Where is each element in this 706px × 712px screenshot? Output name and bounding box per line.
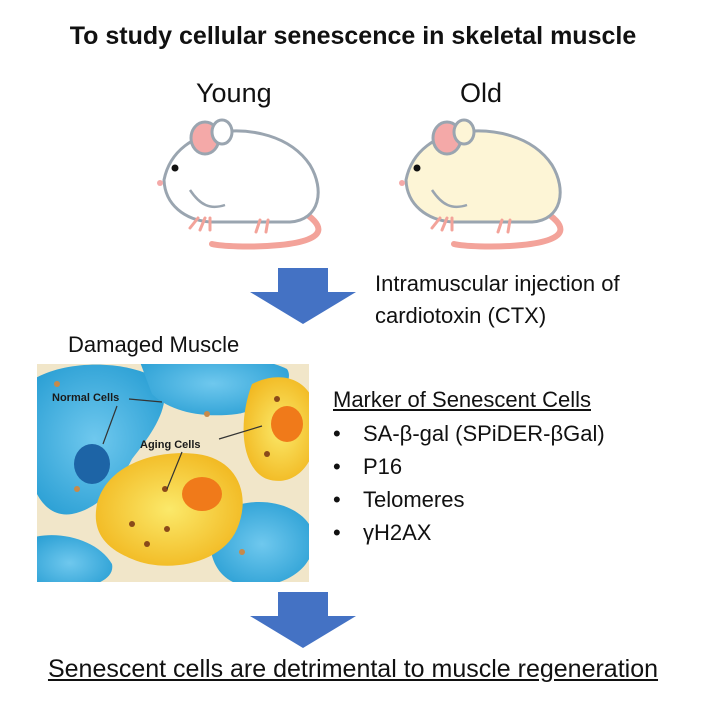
young-label: Young [196,78,272,108]
mouse-body [404,129,562,224]
bullet: • [333,487,341,512]
marker-item: • SA-β-gal (SPiDER-βGal) [333,417,605,450]
mouse-paws [430,216,454,232]
normal-cell [37,535,113,582]
normal-cell [37,364,165,515]
mouse-nose [157,180,163,186]
aging-nucleus [271,406,303,442]
old-label: Old [460,78,503,108]
bullet: • [333,421,341,446]
aging-cells-label: Aging Cells [140,439,201,451]
down-arrow-icon [250,268,356,324]
marker-item: • P16 [333,450,605,483]
mouse-eye [171,164,179,172]
marker-label: SA-β-gal (SPiDER-βGal) [363,421,605,446]
mouse-tail [209,207,322,250]
normal-nucleus [74,444,110,484]
damaged-muscle-label: Damaged Muscle [68,332,240,357]
marker-label: Telomeres [363,487,465,512]
old-mouse-illustration [399,118,564,250]
marker-label: P16 [363,454,403,479]
injection-text: Intramuscular injection of cardiotoxin (… [375,268,675,332]
injection-line-2: cardiotoxin (CTX) [375,303,547,328]
marker-item: • γH2AX [333,516,605,549]
young-mouse-illustration [157,118,322,250]
markers-list: Marker of Senescent Cells • SA-β-gal (SPi… [333,387,605,549]
mouse-body [162,129,320,224]
bullet: • [333,454,341,479]
mouse-nose [399,180,405,186]
injection-line-1: Intramuscular injection of [375,271,620,296]
conclusion-text: Senescent cells are detrimental to muscl… [47,655,659,683]
mouse-paws [188,216,212,232]
bullet: • [333,520,341,545]
aging-nucleus [182,477,222,511]
down-arrow-icon [250,592,356,648]
marker-label: γH2AX [363,520,432,545]
page-title: To study cellular senescence in skeletal… [69,22,637,50]
mouse-eye [413,164,421,172]
damaged-muscle-panel: Normal Cells Aging Cells [37,364,309,582]
normal-cells-label: Normal Cells [52,392,119,404]
marker-item: • Telomeres [333,483,605,516]
mouse-tail [451,207,564,250]
markers-title: Marker of Senescent Cells [333,387,591,412]
